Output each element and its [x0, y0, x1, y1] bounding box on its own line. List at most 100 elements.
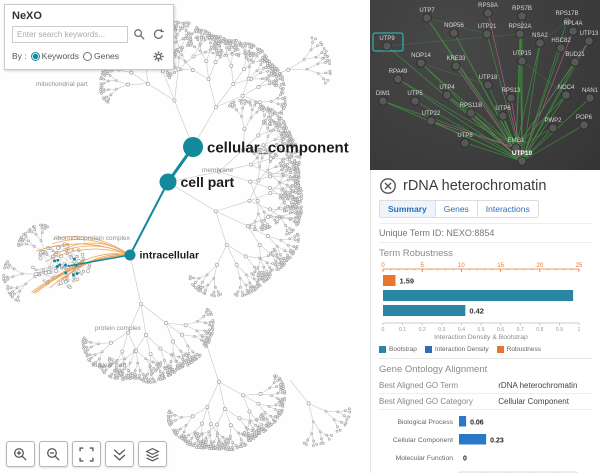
search-input[interactable]: [12, 26, 128, 43]
gene-node-label: HSC82: [551, 38, 571, 44]
layers-button[interactable]: [138, 441, 167, 467]
gene-node-label: NOP14: [411, 53, 431, 59]
tree-node-cellular-component[interactable]: [183, 137, 203, 157]
gene-node-RPS13[interactable]: [506, 93, 516, 103]
tab-summary[interactable]: Summary: [379, 200, 436, 218]
tree-node-label: cellular_component: [207, 139, 349, 156]
gene-node-NOP56[interactable]: [449, 28, 459, 38]
gene-node-label: POP6: [576, 115, 593, 121]
gene-node-NOP14[interactable]: [416, 58, 426, 68]
svg-text:0: 0: [381, 263, 385, 269]
go-row-label: Best Aligned GO Category: [379, 397, 473, 406]
gene-node-UTP6[interactable]: [498, 111, 508, 121]
gene-node-UTP22[interactable]: [426, 116, 436, 126]
radio-genes-label: Genes: [93, 51, 120, 61]
gene-node-RPS22A[interactable]: [515, 29, 525, 39]
gene-node-label: RPS22A: [508, 24, 531, 30]
gene-node-UTP9[interactable]: [382, 41, 392, 51]
gene-node-UTP7[interactable]: [422, 13, 432, 23]
search-by-label: By :: [12, 51, 27, 61]
settings-gear-icon[interactable]: [150, 48, 166, 64]
gene-node-BUD21[interactable]: [570, 57, 580, 67]
gene-node-label: UTP21: [478, 24, 497, 30]
svg-text:20: 20: [536, 263, 543, 269]
gene-node-EMG1[interactable]: [511, 143, 521, 153]
tree-term-label: mitochondrial part: [36, 81, 88, 88]
tree-node-label: intracellular: [140, 250, 200, 262]
radio-genes-input[interactable]: [82, 51, 92, 61]
gene-node-RPL4A[interactable]: [568, 26, 578, 36]
search-icon[interactable]: [131, 27, 147, 43]
gene-node-RPA49[interactable]: [393, 74, 403, 84]
svg-text:Interaction Density & Bootstra: Interaction Density & Bootstrap: [434, 334, 528, 341]
svg-text:0.23: 0.23: [490, 438, 504, 445]
radio-genes[interactable]: Genes: [82, 51, 120, 61]
tab-genes[interactable]: Genes: [435, 200, 478, 218]
gene-node-label: RPS13: [501, 88, 521, 94]
gene-node-UTP18[interactable]: [483, 80, 493, 90]
close-circle-icon[interactable]: [379, 177, 397, 195]
go-table-row: Best Aligned GO Category Cellular Compone…: [379, 394, 592, 410]
collapse-levels-button[interactable]: [105, 441, 134, 467]
tree-node-intracellular[interactable]: [124, 249, 136, 261]
gene-node-POP6[interactable]: [579, 120, 589, 130]
gene-node-NOC4[interactable]: [561, 90, 571, 100]
gene-node-UTP8[interactable]: [460, 138, 470, 148]
gene-node-label: UTP6: [495, 106, 511, 112]
svg-text:15: 15: [497, 263, 504, 269]
radio-keywords-input[interactable]: [30, 51, 40, 61]
gene-node-label: UTP7: [419, 8, 435, 14]
tab-interactions[interactable]: Interactions: [477, 200, 539, 218]
gene-node-RPS11B[interactable]: [466, 108, 476, 118]
gene-node-RPS17B[interactable]: [562, 16, 572, 26]
gene-node-label: RPS8A: [478, 3, 498, 9]
gene-node-KRE33[interactable]: [451, 61, 461, 71]
tree-node-cell-part[interactable]: [159, 173, 177, 191]
gene-node-RPS7B[interactable]: [517, 11, 527, 21]
gene-node-RPS8A[interactable]: [483, 8, 493, 18]
reset-icon[interactable]: [150, 27, 166, 43]
term-id-value: NEXO:8854: [446, 228, 495, 238]
gene-node-NAN1[interactable]: [585, 93, 595, 103]
radio-keywords[interactable]: Keywords: [30, 51, 79, 61]
gene-node-UTP13[interactable]: [584, 36, 594, 46]
gene-node-UTP15[interactable]: [517, 56, 527, 66]
layers-icon: [145, 447, 160, 461]
gene-node-DIM1[interactable]: [378, 96, 388, 106]
svg-text:0.3: 0.3: [438, 327, 445, 333]
gene-node-UTP5[interactable]: [410, 96, 420, 106]
gene-node-label: NAN1: [582, 88, 599, 94]
map-toolbar: [6, 441, 167, 467]
svg-text:5: 5: [421, 263, 425, 269]
gene-node-NSA2[interactable]: [535, 38, 545, 48]
zoom-in-button[interactable]: [6, 441, 35, 467]
gene-node-label: UTP4: [439, 85, 455, 91]
fit-to-screen-button[interactable]: [72, 441, 101, 467]
gene-node-UTP21[interactable]: [482, 29, 492, 39]
gene-node-label: UTP22: [422, 111, 441, 117]
tree-term-label: protein complex: [95, 325, 142, 332]
tree-term-label: nuclear part: [92, 362, 127, 369]
svg-text:0.7: 0.7: [517, 327, 524, 333]
legend-item-interaction-density: Interaction Density: [424, 346, 489, 353]
term-title: rDNA heterochromatin: [403, 178, 547, 194]
double-chevron-icon: [113, 448, 126, 461]
gene-node-HSC82[interactable]: [556, 43, 566, 53]
gene-node-label: EMG1: [507, 138, 525, 144]
gene-node-UTP4[interactable]: [442, 90, 452, 100]
svg-text:0.4: 0.4: [458, 327, 465, 333]
legend-item-bootstrap: Bootstrap: [379, 346, 417, 353]
gene-node-label: UTP13: [580, 31, 599, 37]
gene-node-UTP10[interactable]: [517, 156, 527, 166]
gene-node-PWP2[interactable]: [548, 123, 558, 133]
zoom-out-button[interactable]: [39, 441, 68, 467]
go-row-value: Cellular Component: [498, 397, 569, 406]
zoom-in-icon: [14, 447, 27, 461]
svg-text:0.9: 0.9: [556, 327, 563, 333]
